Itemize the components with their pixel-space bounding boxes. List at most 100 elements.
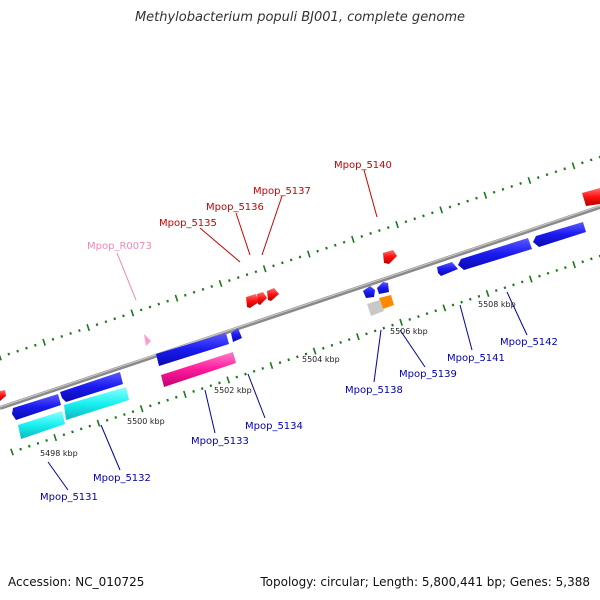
inner-major-tick [312,347,317,355]
scale-label-5508: 5508 kbp [478,300,516,309]
outer-minor-tick [466,199,469,203]
gene-label-mpop-5132[interactable]: Mpop_5132 [93,473,151,484]
outer-minor-tick [104,320,108,324]
inner-major-tick [442,304,447,312]
gene-mpop-5131-blue[interactable] [12,394,61,420]
inner-minor-tick [88,424,92,428]
inner-minor-tick [408,318,412,321]
inner-minor-tick [252,369,256,373]
inner-minor-tick [192,389,195,393]
outer-minor-tick [78,329,81,333]
outer-major-tick [218,279,223,288]
gene-mpop-5133-blue[interactable] [156,333,229,366]
outer-minor-tick [519,181,522,185]
outer-minor-tick [589,158,593,162]
gene-mpop-5143-red[interactable] [582,188,600,206]
gene-mpop-5138-orange[interactable] [379,295,394,309]
outer-minor-tick [192,290,196,294]
outer-minor-tick [236,276,240,279]
gene-mpop-5136[interactable] [257,292,267,305]
outer-minor-tick [378,229,381,233]
inner-major-tick [485,289,490,298]
outer-minor-tick [139,308,143,312]
outer-minor-tick [369,231,372,235]
gene-label-mpop-5140[interactable]: Mpop_5140 [334,160,392,171]
outer-minor-tick [457,202,461,206]
gene-label-mpop-5138[interactable]: Mpop_5138 [345,385,403,396]
outer-minor-tick [166,299,169,303]
gene-mpop-5137[interactable] [267,288,279,301]
gene-label-mpop-5137[interactable]: Mpop_5137 [253,186,311,197]
gene-label-mpop-5141[interactable]: Mpop_5141 [447,353,505,364]
outer-minor-tick [563,167,567,171]
gene-mpop-5139[interactable] [377,282,389,294]
scale-label-5506: 5506 kbp [390,327,428,336]
inner-minor-tick [564,266,567,270]
inner-minor-tick [261,367,265,370]
gene-label-mpop-5135[interactable]: Mpop_5135 [159,218,217,229]
gene-mpop-5140[interactable] [383,250,397,264]
inner-minor-tick [538,274,541,278]
gene-mpop-5134[interactable] [231,328,242,342]
inner-minor-tick [45,438,48,442]
inner-major-tick [10,448,14,456]
outer-minor-tick [245,273,249,277]
gene-mpop-5141[interactable] [458,238,532,270]
gene-mpop-5141b[interactable] [437,262,458,276]
inner-major-tick [96,419,101,427]
gene-mpop-5138a[interactable] [363,286,375,298]
gene-label-mpop-5131[interactable]: Mpop_5131 [40,492,98,503]
inner-minor-tick [321,346,325,350]
inner-minor-tick [494,289,498,292]
gene-mpop-5132-blue[interactable] [60,372,123,402]
inner-minor-tick [339,340,342,344]
inner-major-tick [399,318,403,326]
gene-left-red[interactable] [0,390,6,401]
inner-minor-tick [209,384,213,388]
inner-minor-tick [590,257,593,261]
inner-minor-tick [149,404,152,408]
label-leader-lines [47,169,528,491]
gene-mpop-5138-gray[interactable] [367,300,384,316]
outer-minor-tick [298,255,302,259]
outer-minor-tick [69,331,72,335]
gene-label-mpop-5134[interactable]: Mpop_5134 [245,421,303,432]
inner-minor-tick [36,441,40,445]
outer-major-tick [0,354,2,361]
gene-label-mpop-5133[interactable]: Mpop_5133 [191,436,249,447]
inner-minor-tick [417,315,420,319]
inner-minor-tick [347,338,351,341]
outer-minor-tick [51,337,55,341]
gene-mpop-5131[interactable] [18,411,65,439]
inner-minor-tick [503,286,507,290]
gene-mpop-5133[interactable] [161,352,236,387]
inner-major-tick [572,261,576,269]
gene-label-mpop-5136[interactable]: Mpop_5136 [206,202,264,213]
inner-minor-tick [477,294,481,298]
outer-major-tick [262,265,267,273]
outer-minor-tick [122,314,125,318]
outer-minor-tick [201,287,205,291]
inner-major-tick [139,405,144,413]
gene-label-mpop-r0073[interactable]: Mpop_R0073 [87,241,152,252]
outer-minor-tick [413,217,417,221]
inner-minor-tick [131,410,135,414]
inner-minor-tick [114,416,118,419]
inner-minor-tick [244,372,247,376]
gene-mpop-5132[interactable] [64,387,129,420]
inner-major-tick [226,376,231,384]
gene-mpop-5135[interactable] [246,294,259,308]
outer-major-tick [174,294,179,302]
outer-minor-tick [281,261,284,265]
gene-mpop-5142[interactable] [533,222,586,247]
inner-minor-tick [546,271,550,275]
inner-minor-tick [451,303,455,307]
outer-minor-tick [581,161,584,165]
inner-minor-tick [27,444,31,448]
outer-major-tick [439,206,444,214]
gene-label-mpop-5139[interactable]: Mpop_5139 [399,369,457,380]
gene-mpop-r0073[interactable] [144,334,151,346]
gene-label-mpop-5142[interactable]: Mpop_5142 [500,337,558,348]
inner-minor-tick [330,343,334,347]
outer-minor-tick [7,352,11,356]
